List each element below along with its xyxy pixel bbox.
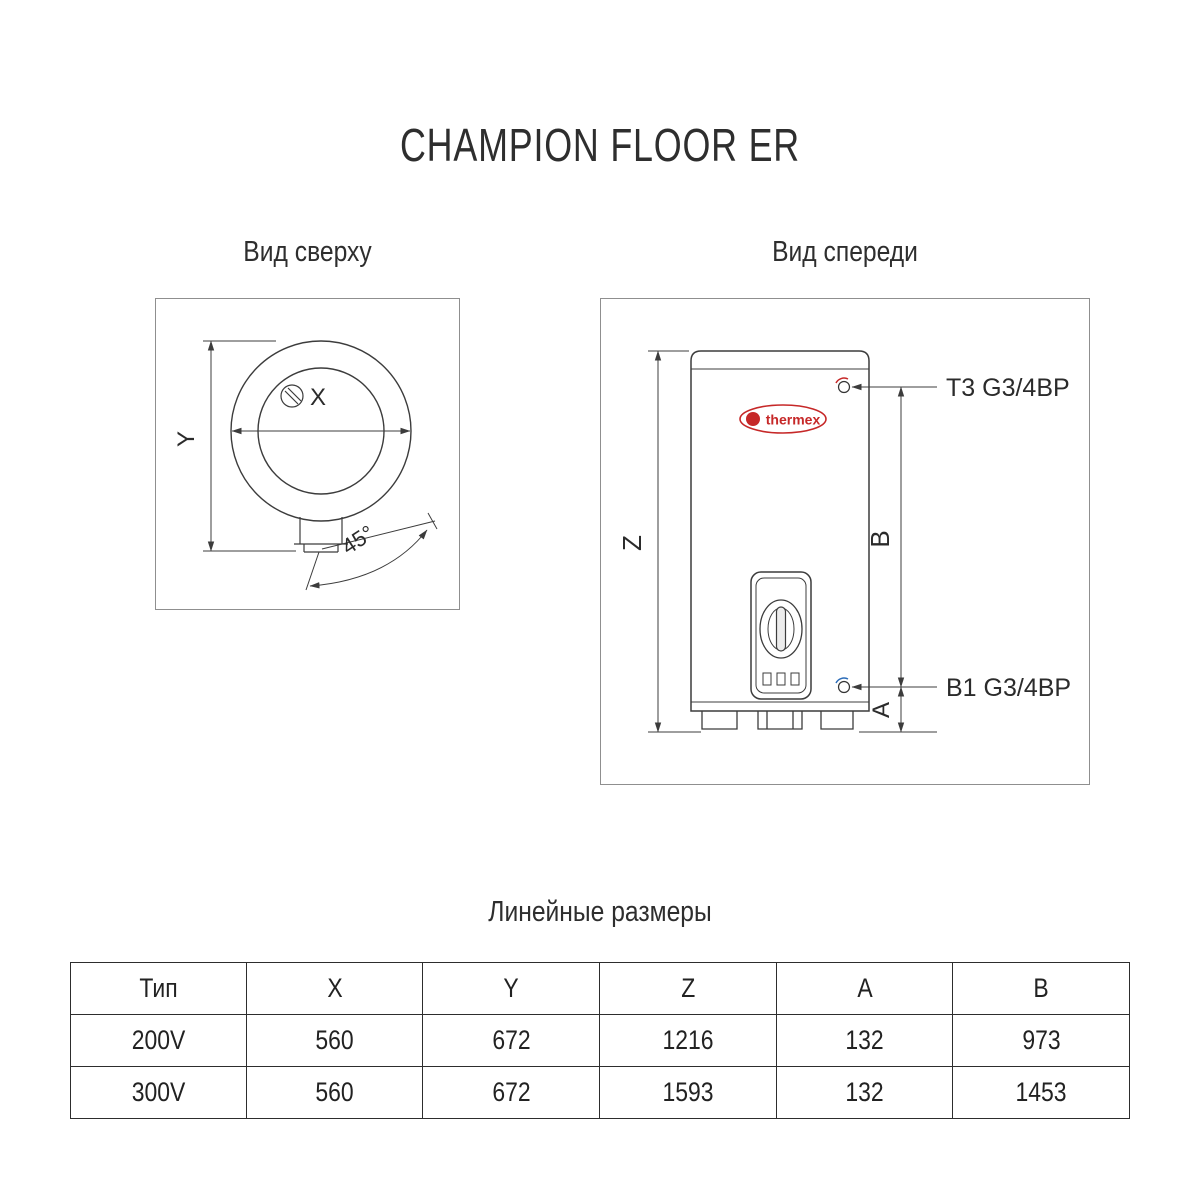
top-port-label: Т3 G3/4ВР (946, 374, 1070, 402)
cell-value: 1593 (662, 1077, 714, 1107)
bottom-port-label: В1 G3/4ВР (946, 674, 1071, 702)
header-a: A (856, 973, 873, 1003)
table-header-cell: Тип (70, 962, 247, 1015)
dial-knob (775, 606, 787, 652)
front-view-drawing: thermex (617, 350, 1071, 733)
table-cell: 672 (422, 1014, 601, 1067)
cell-value: 132 (845, 1025, 884, 1055)
indicator-led (776, 672, 786, 686)
thermex-flame-icon (746, 412, 760, 426)
angle-label: 45° (337, 520, 379, 559)
top-view-frame: X Y 45° (155, 298, 460, 610)
dim-x-label: X (310, 384, 326, 411)
table-cell: 300V (70, 1066, 247, 1119)
table-cell: 560 (245, 1014, 424, 1067)
front-view-label: Вид спереди (772, 236, 918, 268)
cell-value: 560 (315, 1077, 354, 1107)
table-cell: 1593 (599, 1066, 777, 1119)
cell-value: 300V (131, 1077, 186, 1107)
hot-water-port-icon (835, 377, 851, 394)
cell-value: 1216 (662, 1025, 714, 1055)
dim-z-label: Z (617, 535, 647, 551)
table-row: 200V 560 672 1216 132 973 (70, 1014, 1130, 1067)
screw-icon (280, 384, 304, 408)
cell-value: 973 (1022, 1025, 1061, 1055)
cell-value: 200V (131, 1025, 186, 1055)
cold-water-port-icon (835, 677, 851, 694)
dim-a-label: A (868, 702, 895, 718)
header-b: B (1033, 973, 1049, 1003)
page-title: CHAMPION FLOOR ER (399, 119, 800, 171)
table-header-cell: A (775, 962, 954, 1015)
table-header-cell: B (952, 962, 1130, 1015)
heater-body-seams (691, 368, 869, 703)
cell-value: 132 (845, 1077, 884, 1107)
heater-body-outline (690, 350, 870, 712)
header-y: Y (503, 973, 519, 1003)
table-cell: 560 (245, 1066, 424, 1119)
control-panel (750, 571, 812, 700)
dim-y-line (203, 340, 296, 552)
table-cell: 132 (775, 1066, 954, 1119)
table-header-cell: Z (599, 962, 777, 1015)
table-cell: 973 (952, 1014, 1130, 1067)
table-row: 300V 560 672 1593 132 1453 (70, 1066, 1130, 1119)
indicator-led (790, 672, 800, 686)
cell-value: 672 (492, 1025, 531, 1055)
thermex-logo: thermex (739, 404, 827, 434)
front-view-frame: thermex (600, 298, 1090, 785)
table-cell: 672 (422, 1066, 601, 1119)
dim-y-label: Y (173, 431, 200, 447)
table-cell: 132 (775, 1014, 954, 1067)
thermex-wordmark: thermex (766, 412, 821, 428)
angle-annotation (305, 512, 438, 591)
heater-feet (701, 711, 854, 730)
header-x: X (326, 973, 343, 1003)
cell-value: 672 (492, 1077, 531, 1107)
cell-value: 1453 (1015, 1077, 1067, 1107)
table-title: Линейные размеры (488, 896, 712, 928)
dim-b-label: B (865, 530, 895, 547)
table-cell: 200V (70, 1014, 247, 1067)
table-cell: 1453 (952, 1066, 1130, 1119)
tank-top-outline (230, 340, 412, 553)
table-header-row: Тип X Y Z A B (70, 962, 1130, 1015)
table-header-cell: X (245, 962, 424, 1015)
top-view-drawing: X Y 45° (173, 340, 438, 591)
indicator-led (762, 672, 772, 686)
top-view-label: Вид сверху (243, 236, 372, 268)
table-cell: 1216 (599, 1014, 777, 1067)
table-header-cell: Y (422, 962, 601, 1015)
cell-value: 560 (315, 1025, 354, 1055)
dimensions-table: Тип X Y Z A B 200V 560 672 1216 132 973 … (70, 962, 1130, 1119)
header-type: Тип (139, 973, 178, 1003)
header-z: Z (680, 973, 695, 1003)
dimension-lines (648, 350, 937, 733)
